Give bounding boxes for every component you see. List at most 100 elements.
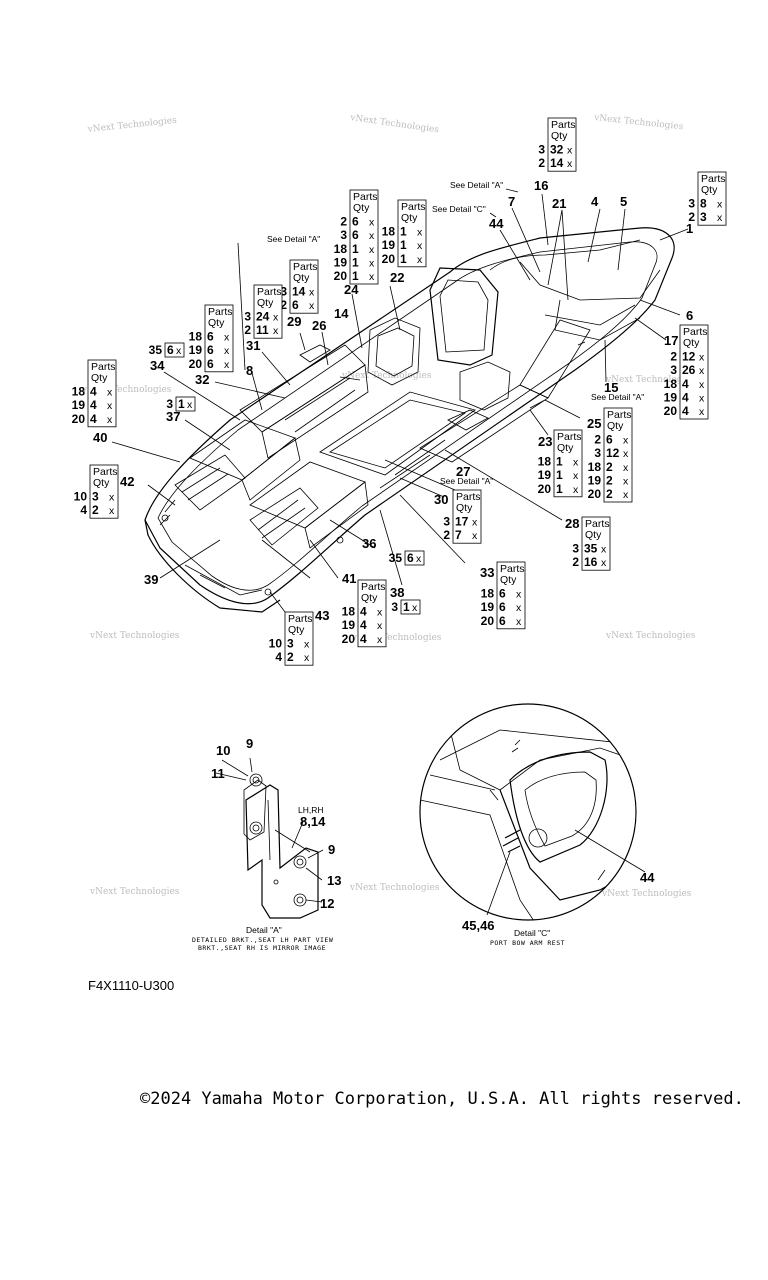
box-header-parts: Parts xyxy=(361,581,386,593)
box-qty-value: 35 xyxy=(584,542,598,556)
box-qty-value: 24 xyxy=(256,310,270,324)
box-times-sign: x xyxy=(107,414,113,426)
callout: 37 xyxy=(166,409,180,424)
box-qty-value: 3 xyxy=(287,637,294,651)
box-times-sign: x xyxy=(567,145,573,157)
box-part-number: 18 xyxy=(342,605,356,619)
watermark: vNext Technologies xyxy=(605,375,696,385)
lh-rh-label: LH,RH xyxy=(298,805,324,815)
box-header-parts: Parts xyxy=(500,563,525,575)
box-part-number: 4 xyxy=(275,650,282,664)
callout: 41 xyxy=(342,571,356,586)
box-part-number: 19 xyxy=(382,238,396,252)
box-times-sign: x xyxy=(516,616,522,628)
callout: 21 xyxy=(552,196,566,211)
box-part-number: 18 xyxy=(538,455,552,469)
box-qty-value: 1 xyxy=(556,482,563,496)
box-part-number: 19 xyxy=(72,398,86,412)
box-qty-value: 6 xyxy=(207,330,214,344)
callout: 33 xyxy=(480,565,494,580)
box-header-parts: Parts xyxy=(208,306,233,318)
detail-c-title: Detail "C" xyxy=(514,928,550,938)
inline-frame xyxy=(400,599,421,615)
box-qty-value: 6 xyxy=(499,614,506,628)
detail-a-drawing: 9 10 11 LH,RH 8,14 9 13 12 Detail "A" DE… xyxy=(192,736,341,952)
callout: 42 xyxy=(120,474,134,489)
box-frame xyxy=(89,464,119,519)
box-part-number: 3 xyxy=(670,363,677,377)
box-qty-value: 6 xyxy=(606,433,613,447)
box-qty-value: 1 xyxy=(352,255,359,269)
box-part-number: 20 xyxy=(588,487,602,501)
callout: 44 xyxy=(489,216,504,231)
box-part-number: 2 xyxy=(572,555,579,569)
box-part-number: 2 xyxy=(688,210,695,224)
box-times-sign: x xyxy=(417,240,423,252)
box-part-number: 2 xyxy=(340,215,347,229)
box-qty-value: 4 xyxy=(682,390,689,404)
box-qty-value: 12 xyxy=(682,350,696,364)
box-part-number: 20 xyxy=(481,614,495,628)
box-times-sign: x xyxy=(107,387,113,399)
callout: 13 xyxy=(327,873,341,888)
see-detail-a-ref: See Detail "A" xyxy=(440,476,493,486)
box-qty-value: 1 xyxy=(400,225,407,239)
box-qty-value: 14 xyxy=(292,285,306,299)
box-header-qty: Qty xyxy=(557,442,574,454)
box-part-number: 20 xyxy=(334,269,348,283)
box-part-number: 2 xyxy=(594,433,601,447)
box-header-parts: Parts xyxy=(293,261,318,273)
box-times-sign: x xyxy=(472,517,478,529)
callout-numbers: 1 6 5 4 21 16 7 44 17 15 25 23 27 28 30 … xyxy=(93,178,693,623)
see-detail-a-ref: See Detail "A" xyxy=(267,234,320,244)
box-qty-value: 6 xyxy=(292,298,299,312)
box-times-sign: x xyxy=(377,620,383,632)
callout: 14 xyxy=(334,306,349,321)
box-qty-value: 3 xyxy=(700,210,707,224)
box-times-sign: x xyxy=(601,544,607,556)
box-times-sign: x xyxy=(377,607,383,619)
box-times-sign: x xyxy=(717,199,723,211)
box-qty-value: 4 xyxy=(682,404,689,418)
box-times-sign: x xyxy=(304,652,310,664)
detail-a-title: Detail "A" xyxy=(246,925,282,935)
box-part-number: 3 xyxy=(280,285,287,299)
box-times-sign: x xyxy=(273,325,279,337)
box-part-number: 20 xyxy=(342,632,356,646)
box-times-sign: x xyxy=(601,557,607,569)
box-part-number: 3 xyxy=(244,310,251,324)
box-times-sign: x xyxy=(516,589,522,601)
box-times-sign: x xyxy=(369,271,375,283)
callout: 23 xyxy=(538,434,552,449)
callout: 40 xyxy=(93,430,107,445)
box-part-number: 2 xyxy=(280,298,287,312)
box-part-number: 18 xyxy=(481,587,495,601)
box-part-number: 3 xyxy=(443,515,450,529)
box-qty-value: 4 xyxy=(360,605,367,619)
box-header-parts: Parts xyxy=(288,613,313,625)
callout: 24 xyxy=(344,282,359,297)
callout: 30 xyxy=(434,492,448,507)
box-part-number: 20 xyxy=(72,412,86,426)
box-qty-value: 2 xyxy=(606,473,613,487)
box-header-qty: Qty xyxy=(91,372,108,384)
watermark: vNext Technologies xyxy=(89,631,180,641)
box-part-number: 19 xyxy=(588,473,602,487)
callout: 27 xyxy=(456,464,470,479)
box-times-sign: x xyxy=(417,227,423,239)
box-frame xyxy=(452,489,482,544)
box-part-number: 19 xyxy=(538,468,552,482)
callout: 28 xyxy=(565,516,579,531)
box-part-number: 19 xyxy=(334,255,348,269)
box-header-qty: Qty xyxy=(585,529,602,541)
box-part-number: 18 xyxy=(382,225,396,239)
box-frame xyxy=(679,324,709,420)
